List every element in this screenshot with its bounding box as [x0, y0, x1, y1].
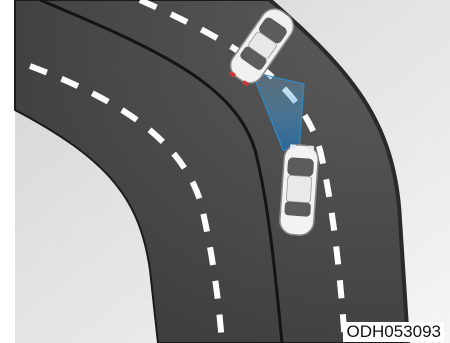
- figure-code-label: ODH053093: [343, 322, 444, 342]
- following-car-icon: [279, 144, 319, 236]
